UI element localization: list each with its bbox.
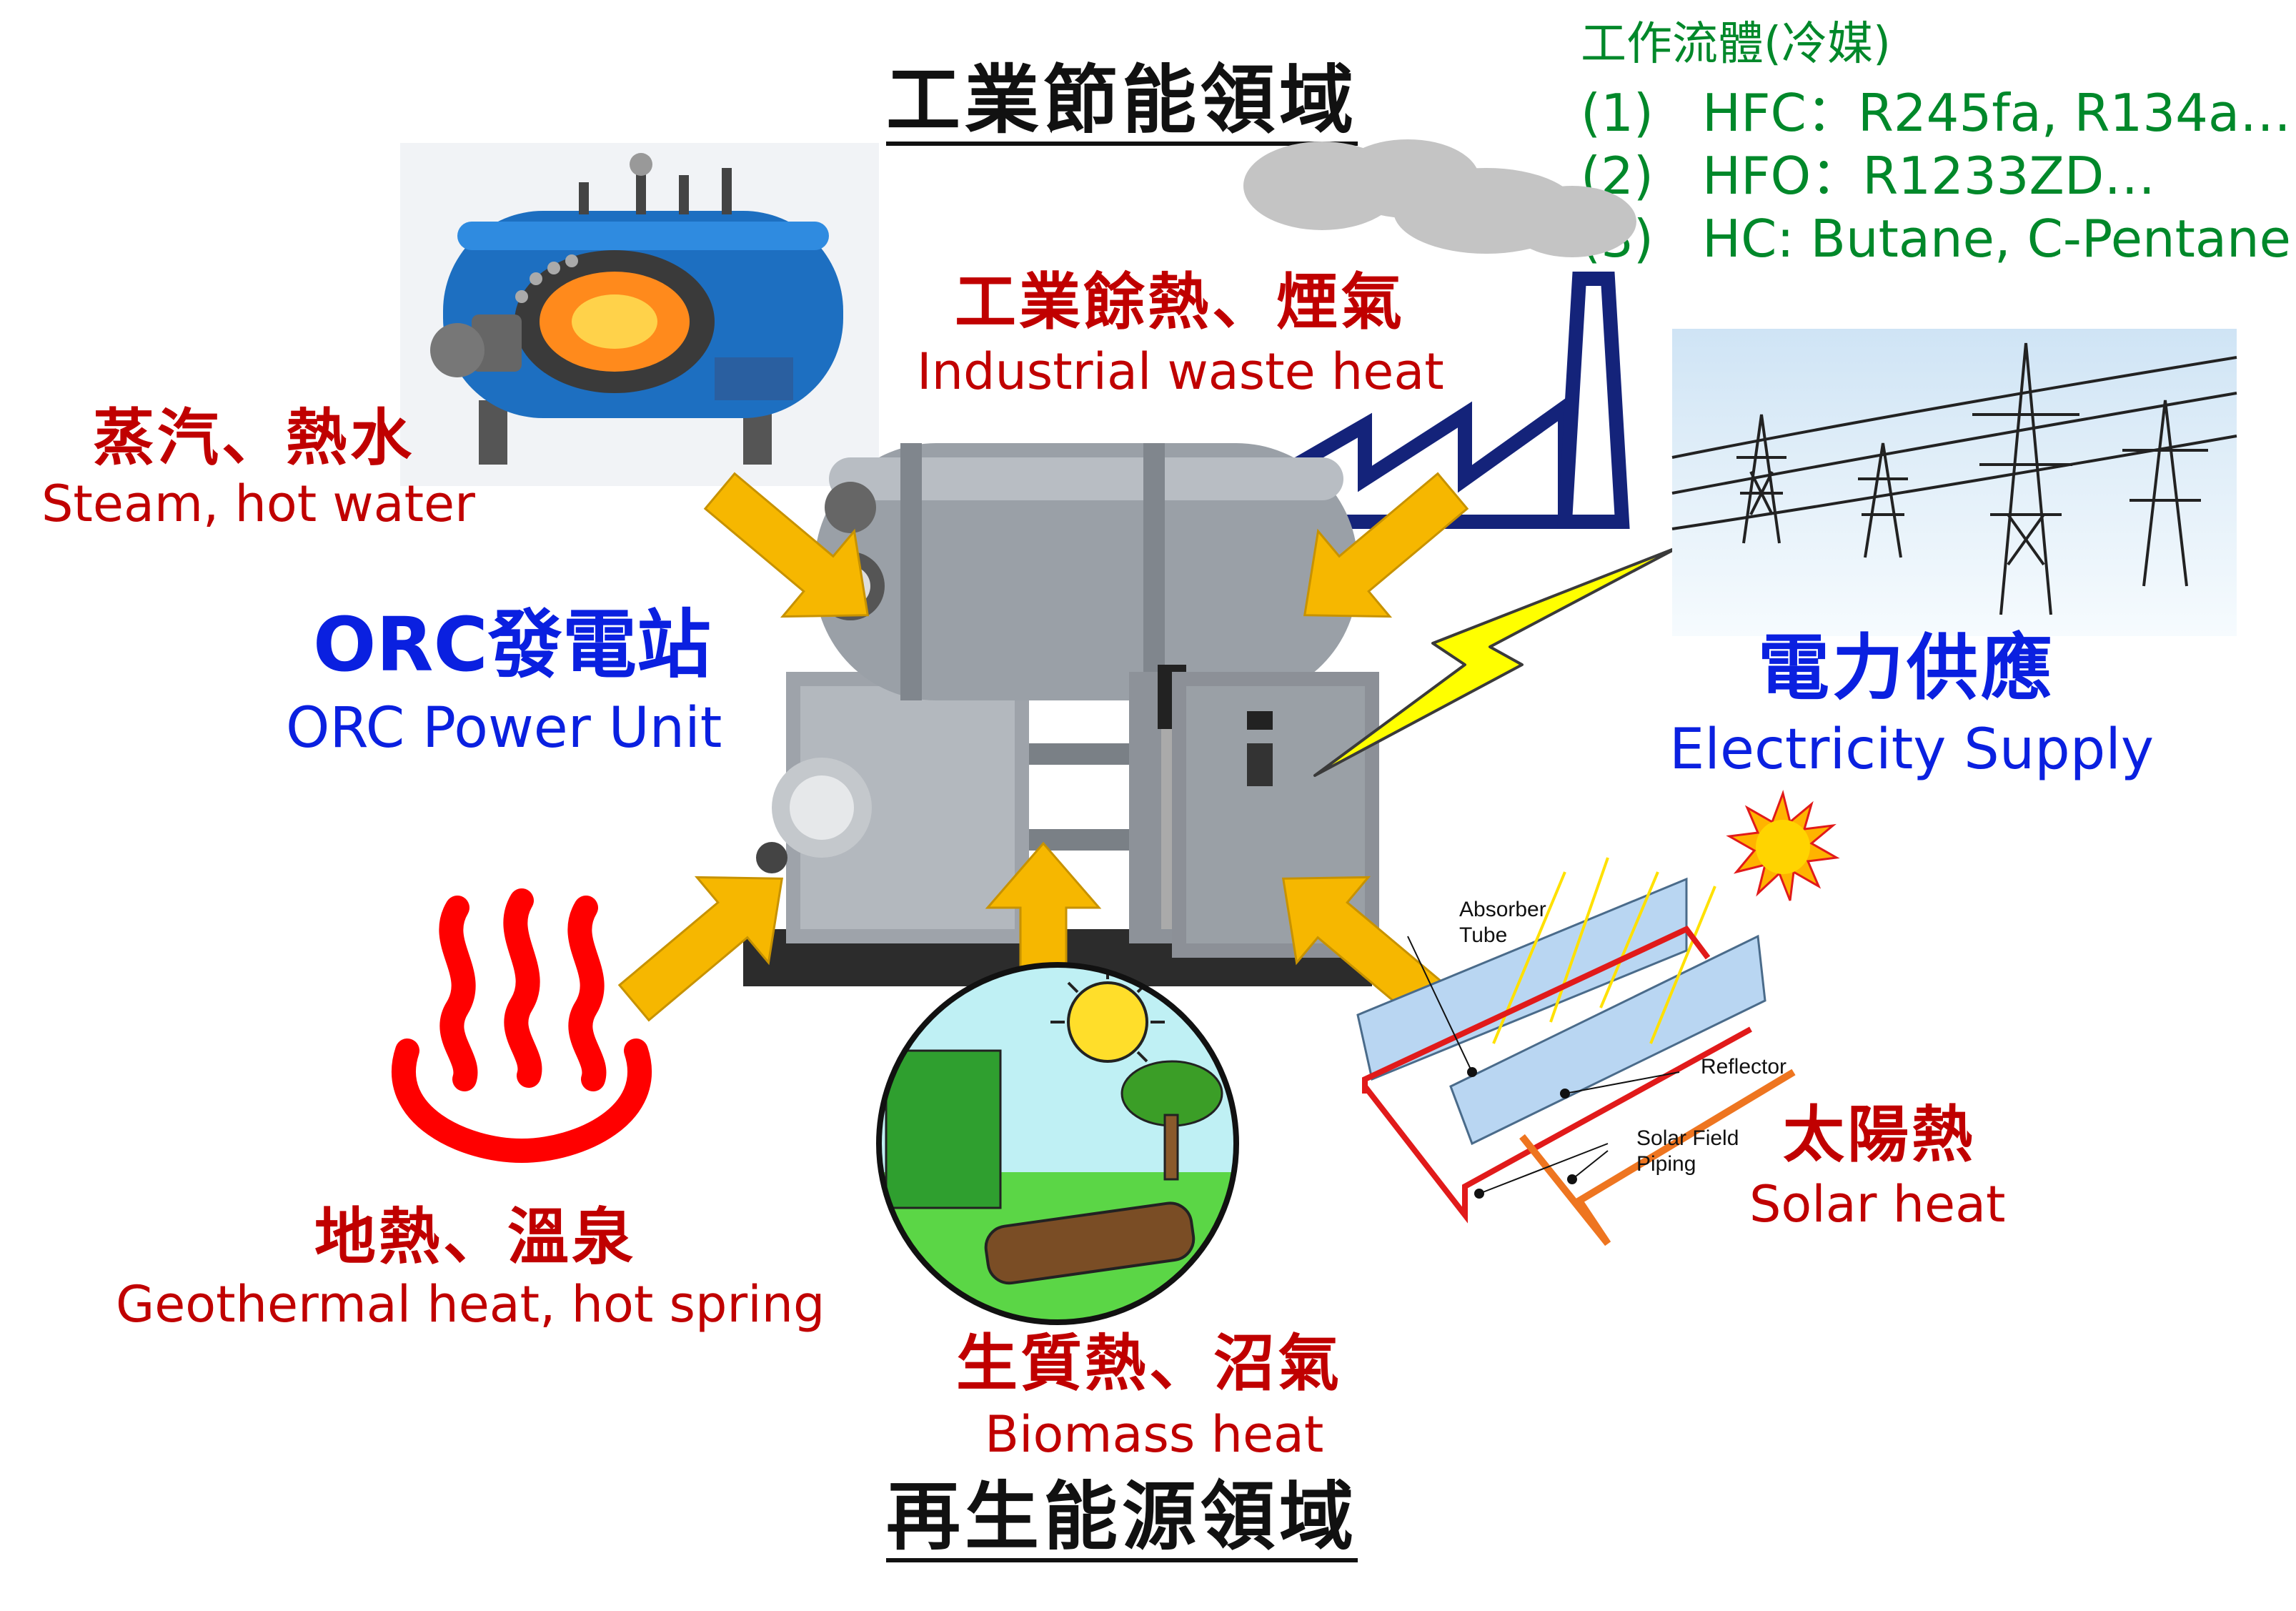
arrow-icon: [1281, 876, 1448, 1022]
heading-renewable: 再生能源領域: [886, 1479, 1358, 1562]
arrow-icon: [617, 876, 784, 1022]
industrial-label-en: Industrial waste heat: [917, 342, 1444, 401]
geothermal-label-zh: 地熱、溫泉: [314, 1201, 636, 1273]
fluid-item-text: HFC：R245fa, R134a…: [1702, 83, 2292, 143]
power-panel: [1671, 329, 2237, 636]
heading-industrial: 工業節能領域: [886, 63, 1358, 146]
piping-label: Piping: [1636, 1152, 1696, 1176]
smoke-icon: [1243, 139, 1636, 257]
boiler-icon: [430, 153, 843, 465]
fluid-item-num: (1): [1581, 83, 1654, 143]
solar-label-en: Solar heat: [1749, 1175, 2006, 1234]
biomass-icon: [876, 962, 1239, 1325]
orc-label-zh: ORC發電站: [313, 601, 711, 688]
electricity-label-en: Electricity Supply: [1669, 718, 2155, 782]
electricity-label-zh: 電力供應: [1758, 626, 2055, 710]
fluid-title: 工作流體(冷媒): [1581, 18, 1891, 71]
solar-label-zh: 太陽熱: [1783, 1099, 1976, 1171]
hot-spring-icon: [391, 888, 652, 1164]
solar-collector-icon: [1356, 857, 1796, 1246]
arrow-icon: [1303, 472, 1469, 618]
steam-label-en: Steam, hot water: [41, 475, 475, 533]
piping-label: Solar Field: [1636, 1126, 1739, 1150]
sun-icon: [1726, 789, 1840, 901]
absorber-label: Tube: [1459, 923, 1508, 947]
absorber-label: Absorber: [1459, 898, 1546, 921]
arrow-icon: [703, 472, 870, 618]
power-tower-icon: [1671, 342, 2237, 615]
steam-label-zh: 蒸汽、熱水: [93, 402, 414, 474]
biomass-label-en: Biomass heat: [985, 1405, 1324, 1464]
fluid-item-text: HC: Butane, C-Pentane: [1702, 209, 2291, 269]
geothermal-label-en: Geothermal heat, hot spring: [116, 1275, 825, 1334]
boiler-panel: [400, 143, 879, 486]
orc-label-en: ORC Power Unit: [286, 696, 722, 760]
reflector-label: Reflector: [1701, 1055, 1787, 1079]
industrial-label-zh: 工業餘熱、煙氣: [955, 267, 1405, 338]
biomass-label-zh: 生質熱、沼氣: [956, 1328, 1342, 1399]
fluid-item-text: HFO：R1233ZD…: [1702, 146, 2156, 206]
lightning-icon: [1313, 545, 1681, 777]
